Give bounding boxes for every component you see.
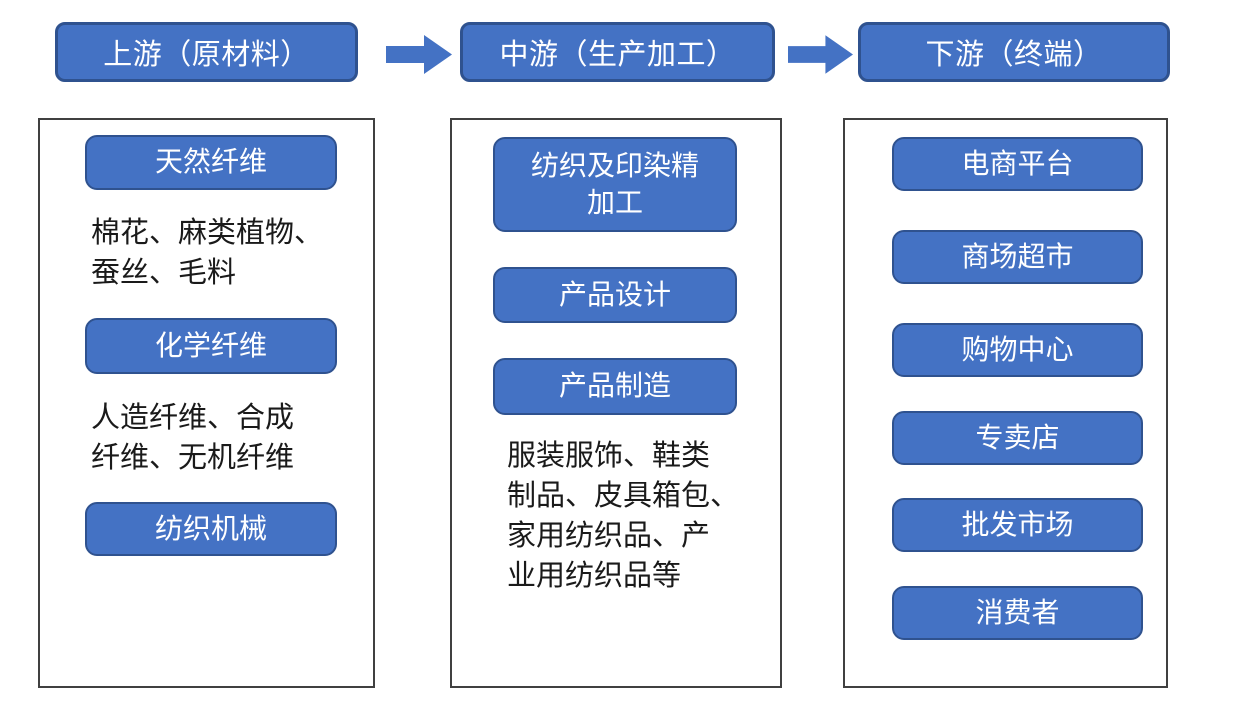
ecommerce-platform-node: 电商平台: [892, 137, 1143, 191]
weaving-dyeing-node: 纺织及印染精 加工: [493, 137, 737, 232]
consumer-node: 消费者: [892, 586, 1143, 640]
midstream-panel: 纺织及印染精 加工 产品设计 产品制造 服装服饰、鞋类 制品、皮具箱包、 家用纺…: [450, 118, 782, 688]
flow-arrow-icon: [788, 35, 853, 74]
stage-header-downstream: 下游（终端）: [858, 22, 1170, 82]
downstream-panel: 电商平台 商场超市 购物中心 专卖店 批发市场 消费者: [843, 118, 1168, 688]
natural-fibers-node: 天然纤维: [85, 135, 337, 190]
product-manufacturing-node: 产品制造: [493, 358, 737, 415]
flow-arrow-icon: [386, 35, 452, 74]
specialty-store-node: 专卖店: [892, 411, 1143, 465]
wholesale-market-node: 批发市场: [892, 498, 1143, 552]
stage-header-upstream: 上游（原材料）: [55, 22, 358, 82]
natural-fibers-desc: 棉花、麻类植物、 蚕丝、毛料: [91, 217, 324, 289]
shopping-center-node: 购物中心: [892, 323, 1143, 377]
textile-machinery-node: 纺织机械: [85, 502, 337, 556]
product-manufacturing-desc: 服装服饰、鞋类 制品、皮具箱包、 家用纺织品、产 业用纺织品等: [507, 440, 740, 592]
chemical-fibers-node: 化学纤维: [85, 318, 337, 374]
mall-supermarket-node: 商场超市: [892, 230, 1143, 284]
stage-header-midstream: 中游（生产加工）: [460, 22, 775, 82]
upstream-panel: 天然纤维 棉花、麻类植物、 蚕丝、毛料 化学纤维 人造纤维、合成 纤维、无机纤维…: [38, 118, 375, 688]
product-design-node: 产品设计: [493, 267, 737, 323]
chemical-fibers-desc: 人造纤维、合成 纤维、无机纤维: [91, 402, 295, 474]
